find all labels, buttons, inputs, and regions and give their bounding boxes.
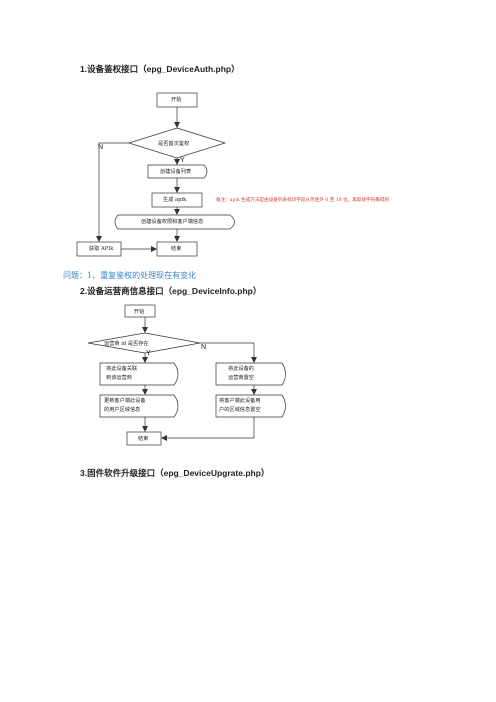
flow2-right2-box (215, 394, 286, 418)
flow2-right1-label: 将此设备的 运营商置空 (228, 365, 254, 382)
flow2-left2-box (99, 394, 179, 418)
flow1-create-list-label: 创建设备列表 (160, 169, 192, 175)
flow1-end-box (156, 241, 198, 257)
flow2-left2-line1: 更新客户端此设备 (104, 398, 146, 404)
flow2-right2-line1: 将客户端此设备用 (219, 398, 261, 404)
flow2-right2-line2: 户的区域信息置空 (219, 406, 261, 413)
flow1-get-apik-label: 获取 APIk (89, 246, 114, 252)
section-heading-device-info: 2.设备运营商信息接口（epg_DeviceInfo.php） (80, 286, 262, 296)
flow1-gen-apik-label: 生成 apik (163, 197, 187, 203)
flow1-create-list-box (147, 164, 208, 179)
flow1-decision-label: 是否首次鉴权 (158, 141, 190, 147)
flow1-create-perm-box (114, 214, 235, 230)
flow2-left1-line1: 将此设备关联 (106, 366, 138, 372)
flow1-apik-note: 备注：apik 生成方法是由设备列表标识字段从尽连外 0 至 10 位，再取倾字… (216, 198, 390, 203)
flow1-no-label: N (98, 144, 104, 151)
flow2-left1-label: 将此设备关联 到该运营商 (106, 365, 137, 382)
flow2-no-label: N (201, 344, 207, 351)
flow2-right1-box (215, 362, 286, 386)
flow1-start-label: 开始 (171, 97, 182, 103)
flow2-decision-label: 运营商 id 是否存在 (104, 341, 149, 347)
flow2-right2-label: 将客户端此设备用 户的区域信息置空 (219, 397, 261, 414)
flow2-right1-line2: 运营商置空 (228, 374, 254, 381)
section-heading-device-auth: 1.设备鉴权接口（epg_DeviceAuth.php） (80, 64, 240, 74)
flow1-end-label: 结束 (171, 246, 182, 252)
flow2-end-label: 结束 (138, 436, 149, 442)
flow2-right1-line1: 将此设备的 (228, 366, 254, 372)
flow2-yes-label: Y (146, 350, 151, 357)
flow2-left2-line2: 的用户区域信息 (104, 406, 141, 413)
section-heading-device-upgrade: 3.固件软件升级接口（epg_DeviceUpgrate.php） (80, 468, 270, 478)
flow2-start-box (124, 304, 156, 318)
question-note: 问题：1、重复鉴权的处理现在有变化 (63, 271, 197, 280)
flow1-create-perm-label: 创建设备权限和客户端信息 (141, 219, 204, 225)
flow2-left2-label: 更新客户端此设备 的用户区域信息 (104, 397, 146, 414)
flow2-left1-box (99, 362, 179, 386)
flow2-left1-line2: 到该运营商 (106, 374, 132, 381)
flow1-yes-label: Y (180, 157, 185, 164)
flow2-start-label: 开始 (134, 309, 145, 315)
